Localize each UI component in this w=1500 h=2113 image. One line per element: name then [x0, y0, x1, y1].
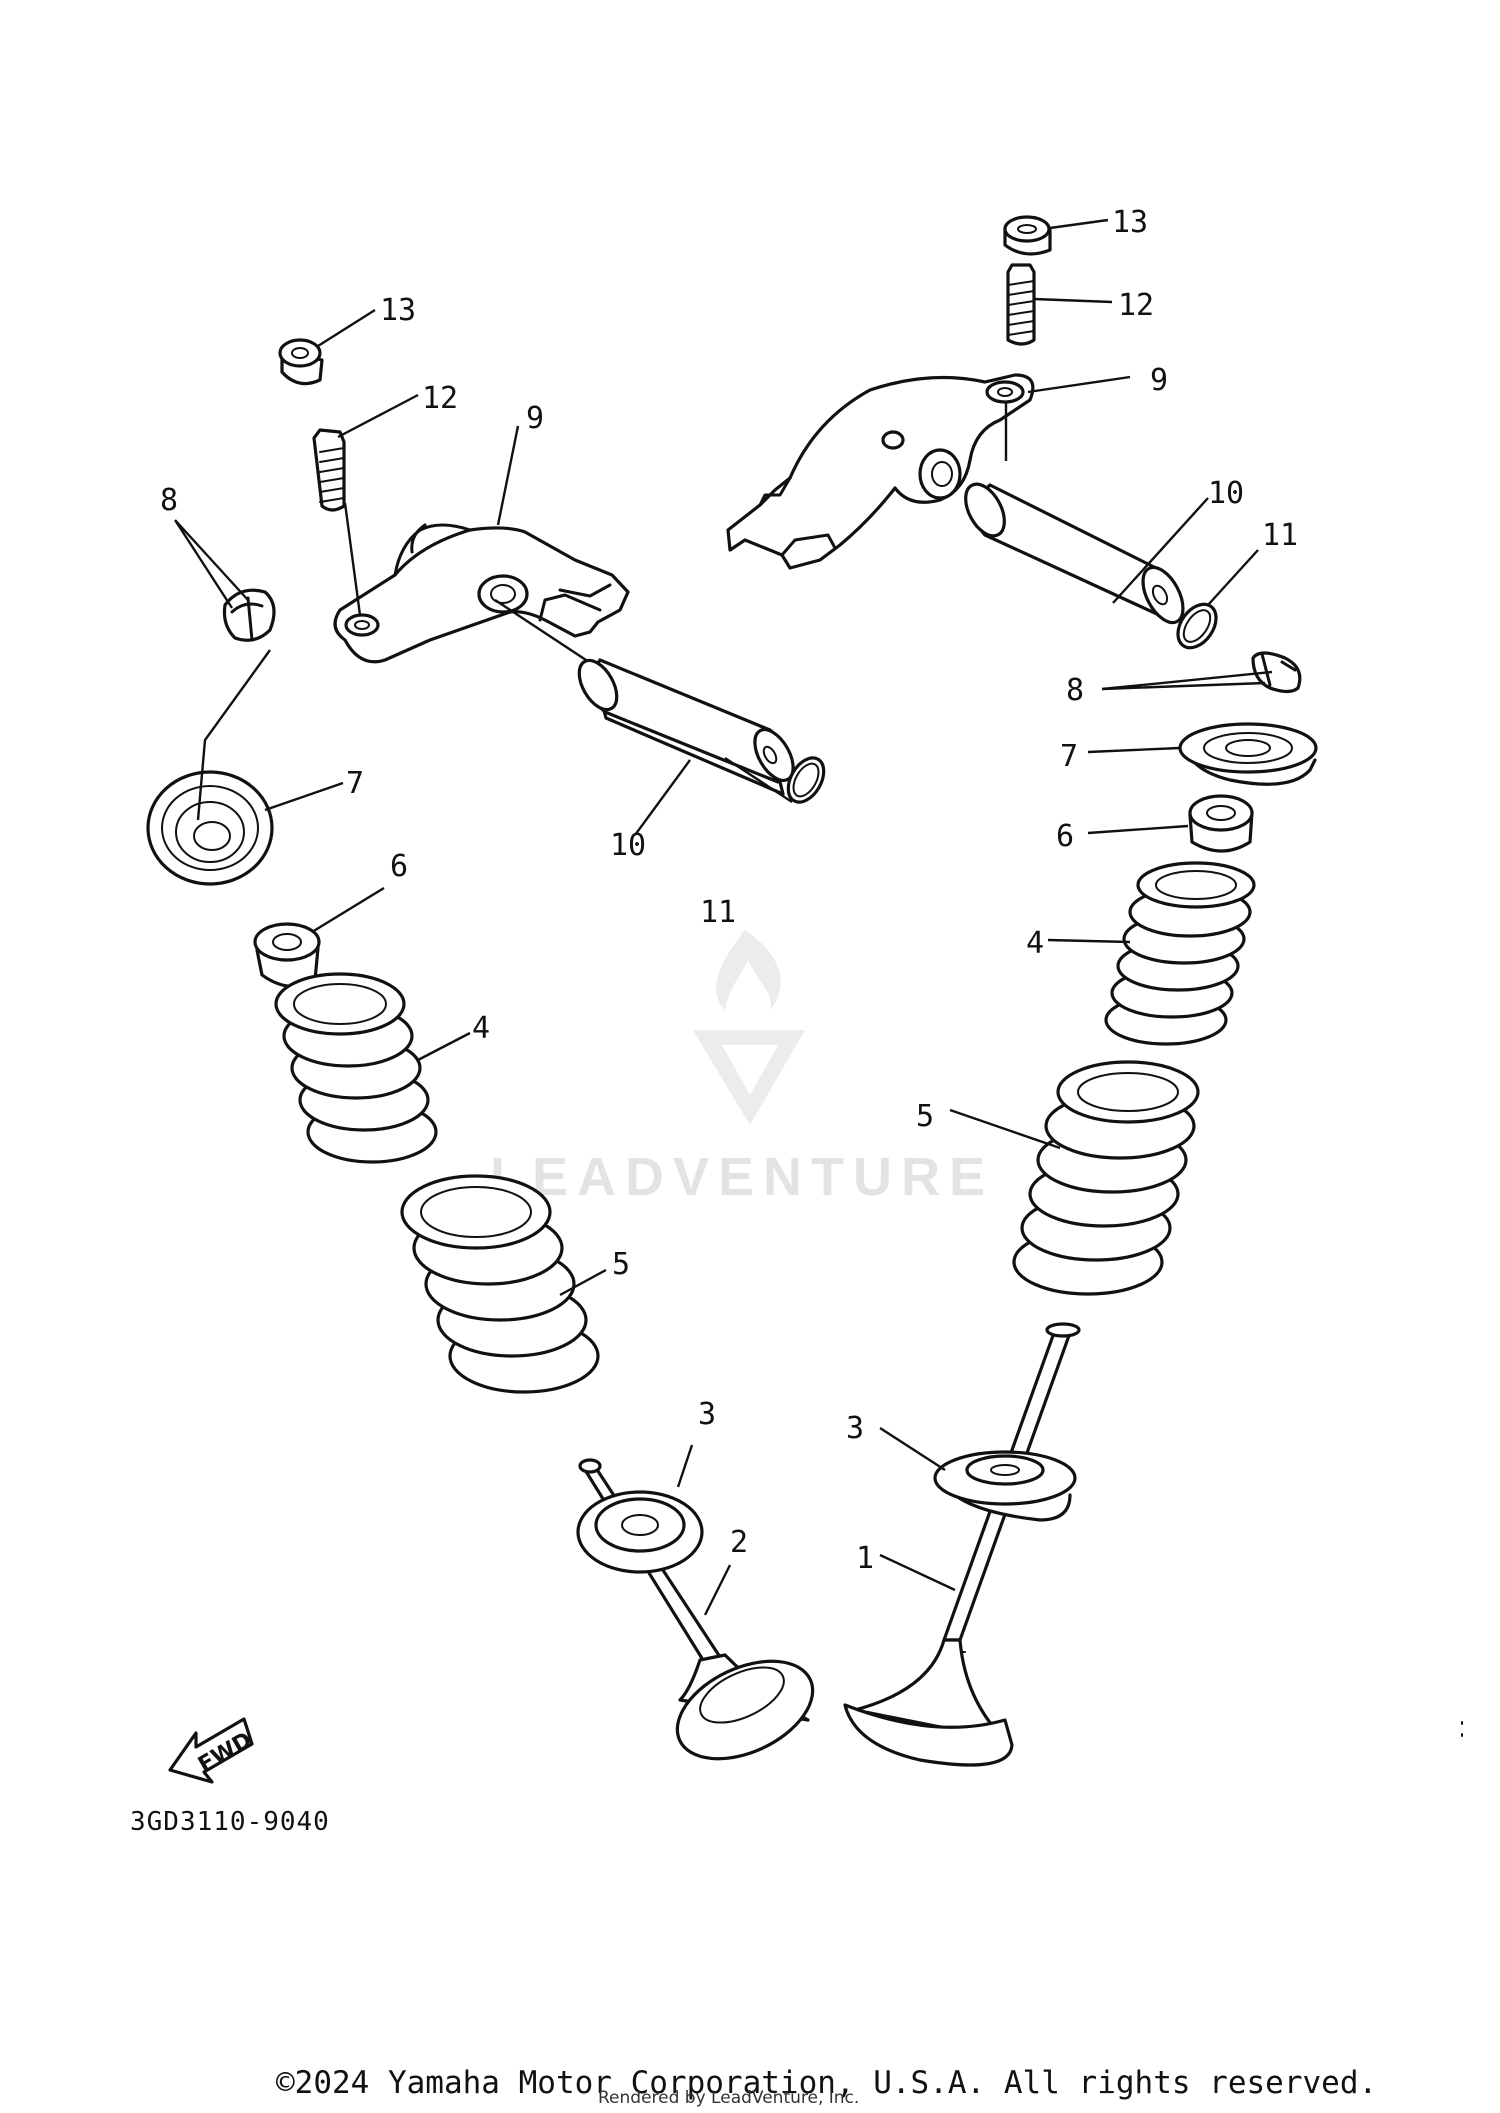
callout-13-left: 13 [380, 293, 416, 328]
callout-1-right: 1 [856, 1541, 874, 1576]
outer-valve-spring-left [400, 1174, 600, 1394]
callout-5-right: 5 [916, 1099, 934, 1134]
fwd-arrow-icon: FWD [168, 1717, 256, 1784]
callout-8-right: 8 [1066, 673, 1084, 708]
watermark-text: LEADVENTURE [490, 1147, 994, 1207]
valve-stem-seal-left [253, 922, 321, 988]
callout-11-left: 11 [700, 895, 736, 930]
nut-left [278, 338, 324, 386]
callout-6-right: 6 [1056, 819, 1074, 854]
leadventure-watermark: LEADVENTURE [490, 930, 994, 1207]
callout-2-left: 2 [730, 1525, 748, 1560]
callout-7-right: 7 [1060, 739, 1078, 774]
outer-valve-spring-right [1012, 1060, 1200, 1296]
rendered-by-note: Rendered by LeadVenture, Inc. [598, 2088, 860, 2108]
callout-3-right: 3 [846, 1411, 864, 1446]
callout-3-left: 3 [698, 1397, 716, 1432]
callout-13-right: 13 [1112, 205, 1148, 240]
spring-retainer-right [1178, 722, 1318, 786]
callout-9-right: 9 [1150, 363, 1168, 398]
spring-retainer-left [146, 770, 274, 886]
callout-4-right: 4 [1026, 926, 1044, 961]
rocker-shaft-left [577, 658, 795, 796]
diagram-code: 3GD3110-9040 [130, 1807, 330, 1837]
callout-7-left: 7 [346, 766, 364, 801]
inner-valve-spring-right [1104, 861, 1256, 1046]
callout-6-left: 6 [390, 849, 408, 884]
callout-9-left: 9 [526, 401, 544, 436]
valve-1 [843, 1322, 1081, 1767]
callout-10-right: 10 [1208, 476, 1244, 511]
valve-stem-seal-right [1188, 794, 1254, 853]
adjusting-screw-right [1006, 263, 1036, 346]
leader-lines [173, 218, 1273, 1616]
rocker-shaft-right [964, 482, 1185, 625]
copyright-notice: ©2024 Yamaha Motor Corporation, U.S.A. A… [276, 2065, 1378, 2101]
callout-5-left: 5 [612, 1247, 630, 1282]
callout-12-left: 12 [422, 381, 458, 416]
valve-cotter-left [222, 588, 276, 642]
adjusting-screw-left [312, 428, 346, 512]
watermark-flame-icon [716, 930, 781, 1010]
rocker-arm-left [333, 523, 630, 664]
callout-10-left: 10 [610, 828, 646, 863]
callout-11-right: 11 [1262, 518, 1298, 553]
o-ring-left [786, 756, 826, 804]
inner-valve-spring-left [274, 972, 438, 1164]
o-ring-right [1176, 602, 1218, 650]
callout-12-right: 12 [1118, 288, 1154, 323]
spring-seat-left [576, 1490, 704, 1574]
spring-seat-right [933, 1450, 1077, 1522]
rocker-arm-right [726, 373, 1035, 570]
callout-labels: 13 12 9 8 7 10 11 6 4 5 3 2 13 12 9 10 1… [160, 205, 1298, 1576]
callout-4-left: 4 [472, 1011, 490, 1046]
nut-right [1003, 215, 1052, 256]
callout-8-left: 8 [160, 483, 178, 518]
watermark-v-icon [693, 1030, 805, 1125]
